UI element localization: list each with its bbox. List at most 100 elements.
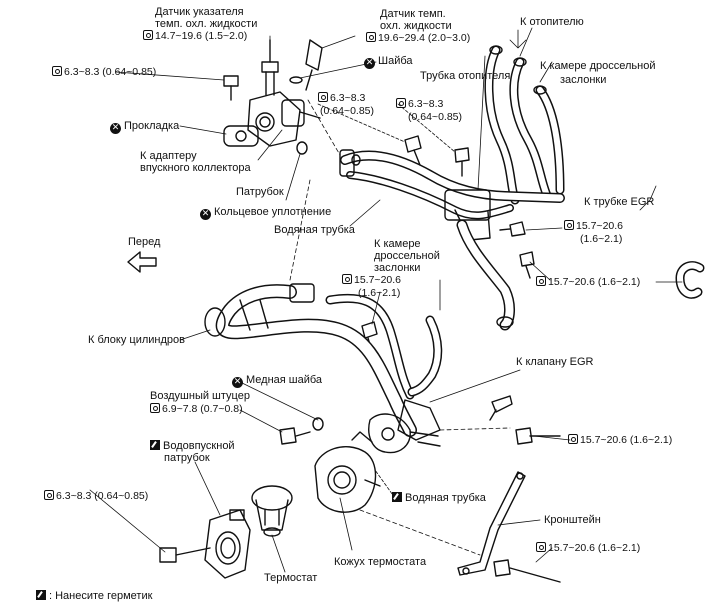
torque-value: 6.3~8.3 (0.64~0.85) [56, 490, 149, 502]
torque-wrench-icon [366, 32, 376, 42]
label-copper-washer: ✕Медная шайба [232, 374, 322, 388]
torque-value: 15.7~20.6 (1.6~2.1) [580, 434, 673, 446]
label-temp-gauge-sensor-line1: Датчик указателя [155, 6, 244, 18]
torque-air-fitting: 6.9~7.8 (0.7~0.8) [150, 403, 243, 415]
copper-washer-drawing [312, 417, 324, 431]
torque-wrench-icon [342, 274, 352, 284]
label-throttle-chamber-mid-line2: дроссельной [374, 250, 440, 262]
label-temp-gauge-sensor-line2: темп. охл. жидкости [155, 18, 258, 30]
torque-wrench-icon [150, 403, 160, 413]
label-text: Медная шайба [246, 374, 323, 386]
torque-value: 6.3~8.3 (0.64~0.85) [64, 66, 157, 78]
thermostat-housing-drawing [314, 431, 381, 513]
label-to-egr-pipe: К трубке EGR [584, 196, 655, 208]
label-throttle-chamber-mid-line1: К камере [374, 238, 421, 250]
coolant-temp-sensors [261, 39, 323, 96]
torque-egr-2: 15.7~20.6 (1.6~2.1) [536, 276, 640, 288]
label-water-pipe-upper: Водяная трубка [274, 224, 355, 236]
torque-mid-1-line2: (0.64~0.85) [320, 105, 374, 117]
label-text: Водяная трубка [405, 492, 486, 504]
label-washer: ✕Шайба [364, 55, 413, 69]
torque-value: 6.3~8.3 [408, 98, 444, 110]
label-bracket: Кронштейн [544, 514, 601, 526]
label-intake-adapter-line2: впускного коллектора [140, 162, 251, 174]
label-water-inlet: Водовпускной [150, 440, 235, 452]
label-throttle-chamber-top-line1: К камере дроссельной [540, 60, 656, 72]
torque-bottom-left: 6.3~8.3 (0.64~0.85) [44, 490, 148, 502]
torque-mid-2-line2: (0.64~0.85) [408, 111, 462, 123]
label-water-inlet-line2: патрубок [164, 452, 210, 464]
label-to-heater: К отопителю [520, 16, 584, 28]
torque-value: 15.7~20.6 [576, 220, 624, 232]
thermostat-drawing [251, 485, 293, 537]
torque-value: 19.6~29.4 (2.0~3.0) [378, 32, 471, 44]
torque-mid-line2: (1.6~2.1) [358, 287, 401, 299]
replace-part-icon: ✕ [364, 58, 375, 69]
label-throttle-chamber-mid-line3: заслонки [374, 262, 421, 274]
label-thermostat-housing: Кожух термостата [334, 556, 427, 568]
torque-value: 15.7~20.6 (1.6~2.1) [548, 542, 641, 554]
torque-value: 15.7~20.6 [354, 274, 402, 286]
main-water-pipe [204, 283, 443, 454]
torque-wrench-icon [52, 66, 62, 76]
sealant-icon [150, 440, 160, 450]
label-text: Датчик темп. [380, 8, 446, 20]
label-gasket: ✕Прокладка [110, 120, 179, 134]
label-text: Водовпускной [163, 440, 235, 452]
replace-part-icon: ✕ [200, 209, 211, 220]
torque-value: 6.9~7.8 (0.7~0.8) [162, 403, 243, 415]
torque-mid-2: 6.3~8.3 [396, 98, 443, 110]
label-text: Прокладка [124, 120, 180, 132]
label-to-cylinder-block: К блоку цилиндров [88, 334, 186, 346]
bracket-drawing [457, 471, 526, 576]
replace-part-icon: ✕ [110, 123, 121, 134]
water-inlet-drawing [204, 509, 251, 579]
water-outlet-fitting [223, 91, 321, 155]
label-front: Перед [128, 236, 161, 248]
torque-value: 15.7~20.6 (1.6~2.1) [548, 276, 641, 288]
label-heater-pipe: Трубка отопителя [420, 70, 511, 82]
torque-wrench-icon [318, 92, 328, 102]
heater-pipe-assembly [339, 149, 565, 331]
egr-pipe [489, 261, 705, 421]
torque-temp-sensor: 19.6~29.4 (2.0~3.0) [366, 32, 470, 44]
label-intake-adapter-line1: К адаптеру [140, 150, 197, 162]
label-air-fitting: Воздушный штуцер [150, 390, 250, 402]
label-fitting: Патрубок [236, 186, 284, 198]
torque-wrench-icon [143, 30, 153, 40]
torque-wrench-icon [568, 434, 578, 444]
torque-temp-gauge-sensor: 14.7~19.6 (1.5~2.0) [143, 30, 247, 42]
front-arrow-icon [127, 251, 157, 273]
label-to-egr-valve: К клапану EGR [516, 356, 594, 368]
sealant-icon [36, 590, 46, 600]
label-temp-gauge-sensor: Датчик указателя [143, 6, 244, 18]
label-water-pipe-lower: Водяная трубка [392, 492, 486, 504]
label-temp-sensor-line2: охл. жидкости [380, 20, 452, 32]
label-temp-sensor-line1: Датчик темп. [368, 8, 446, 20]
torque-wrench-icon [564, 220, 574, 230]
label-text: Шайба [378, 55, 413, 67]
legend-text: : Нанесите герметик [49, 590, 153, 602]
label-o-ring: ✕Кольцевое уплотнение [200, 206, 331, 220]
bolts [159, 75, 561, 583]
torque-value: 6.3~8.3 [330, 92, 366, 104]
label-text: Кольцевое уплотнение [214, 206, 332, 218]
torque-value: 14.7~19.6 (1.5~2.0) [155, 30, 248, 42]
torque-top-left: 6.3~8.3 (0.64~0.85) [52, 66, 156, 78]
torque-egr-1: 15.7~20.6 [564, 220, 623, 232]
label-throttle-chamber-top-line2: заслонки [560, 74, 607, 86]
torque-bottom-right: 15.7~20.6 (1.6~2.1) [536, 542, 640, 554]
torque-egr-1-line2: (1.6~2.1) [580, 233, 623, 245]
legend-sealant: : Нанесите герметик [36, 590, 152, 602]
torque-mid: 15.7~20.6 [342, 274, 401, 286]
torque-wrench-icon [44, 490, 54, 500]
label-thermostat: Термостат [264, 572, 318, 584]
torque-wrench-icon [536, 542, 546, 552]
torque-mid-1: 6.3~8.3 [318, 92, 365, 104]
replace-part-icon: ✕ [232, 377, 243, 388]
heater-hoses [484, 45, 565, 205]
torque-right-mid: 15.7~20.6 (1.6~2.1) [568, 434, 672, 446]
torque-wrench-icon [536, 276, 546, 286]
